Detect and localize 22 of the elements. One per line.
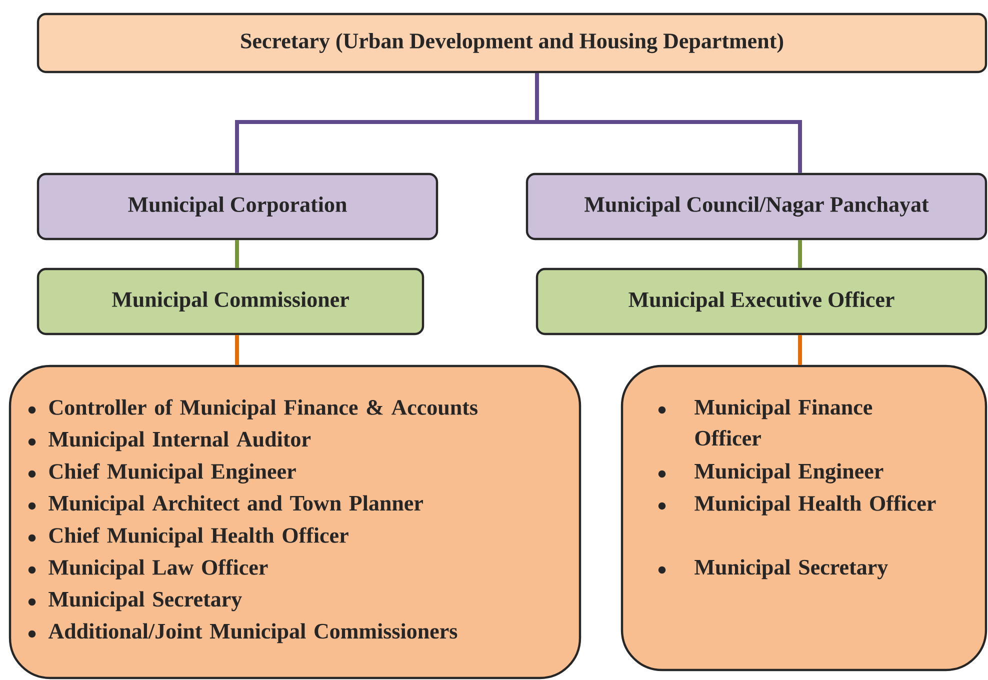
list-item: Municipal Internal Auditor — [28, 431, 311, 452]
list-item: Municipal Law Officer — [28, 559, 268, 580]
list-item: Additional/Joint Municipal Commissioners — [28, 623, 458, 644]
connector-line — [235, 240, 239, 268]
list-item: Municipal Secretary — [28, 591, 242, 612]
list-item: Municipal Engineer — [658, 463, 884, 484]
organization-box: Municipal Council/Nagar Panchayat — [526, 172, 988, 240]
list-item: Municipal Health Officer — [658, 495, 936, 516]
organization-box: Municipal Corporation — [36, 172, 438, 240]
department-box: Secretary (Urban Development and Housing Department) — [36, 12, 988, 74]
list-item: Controller of Municipal Finance & Accounts — [28, 399, 478, 420]
connector-line — [798, 240, 802, 268]
officer-box: Municipal Commissioner — [36, 268, 424, 336]
list-item: Chief Municipal Health Officer — [28, 527, 348, 548]
connector-line — [798, 335, 802, 365]
connector-line — [535, 73, 802, 173]
list-item: Municipal Secretary — [658, 559, 888, 580]
connector-line — [235, 335, 239, 365]
list-item: Chief Municipal Engineer — [28, 463, 296, 484]
list-item: Municipal Architect and Town Planner — [28, 495, 423, 516]
list-item: Municipal Finance Officer — [658, 399, 872, 446]
officer-box: Municipal Executive Officer — [536, 268, 988, 336]
